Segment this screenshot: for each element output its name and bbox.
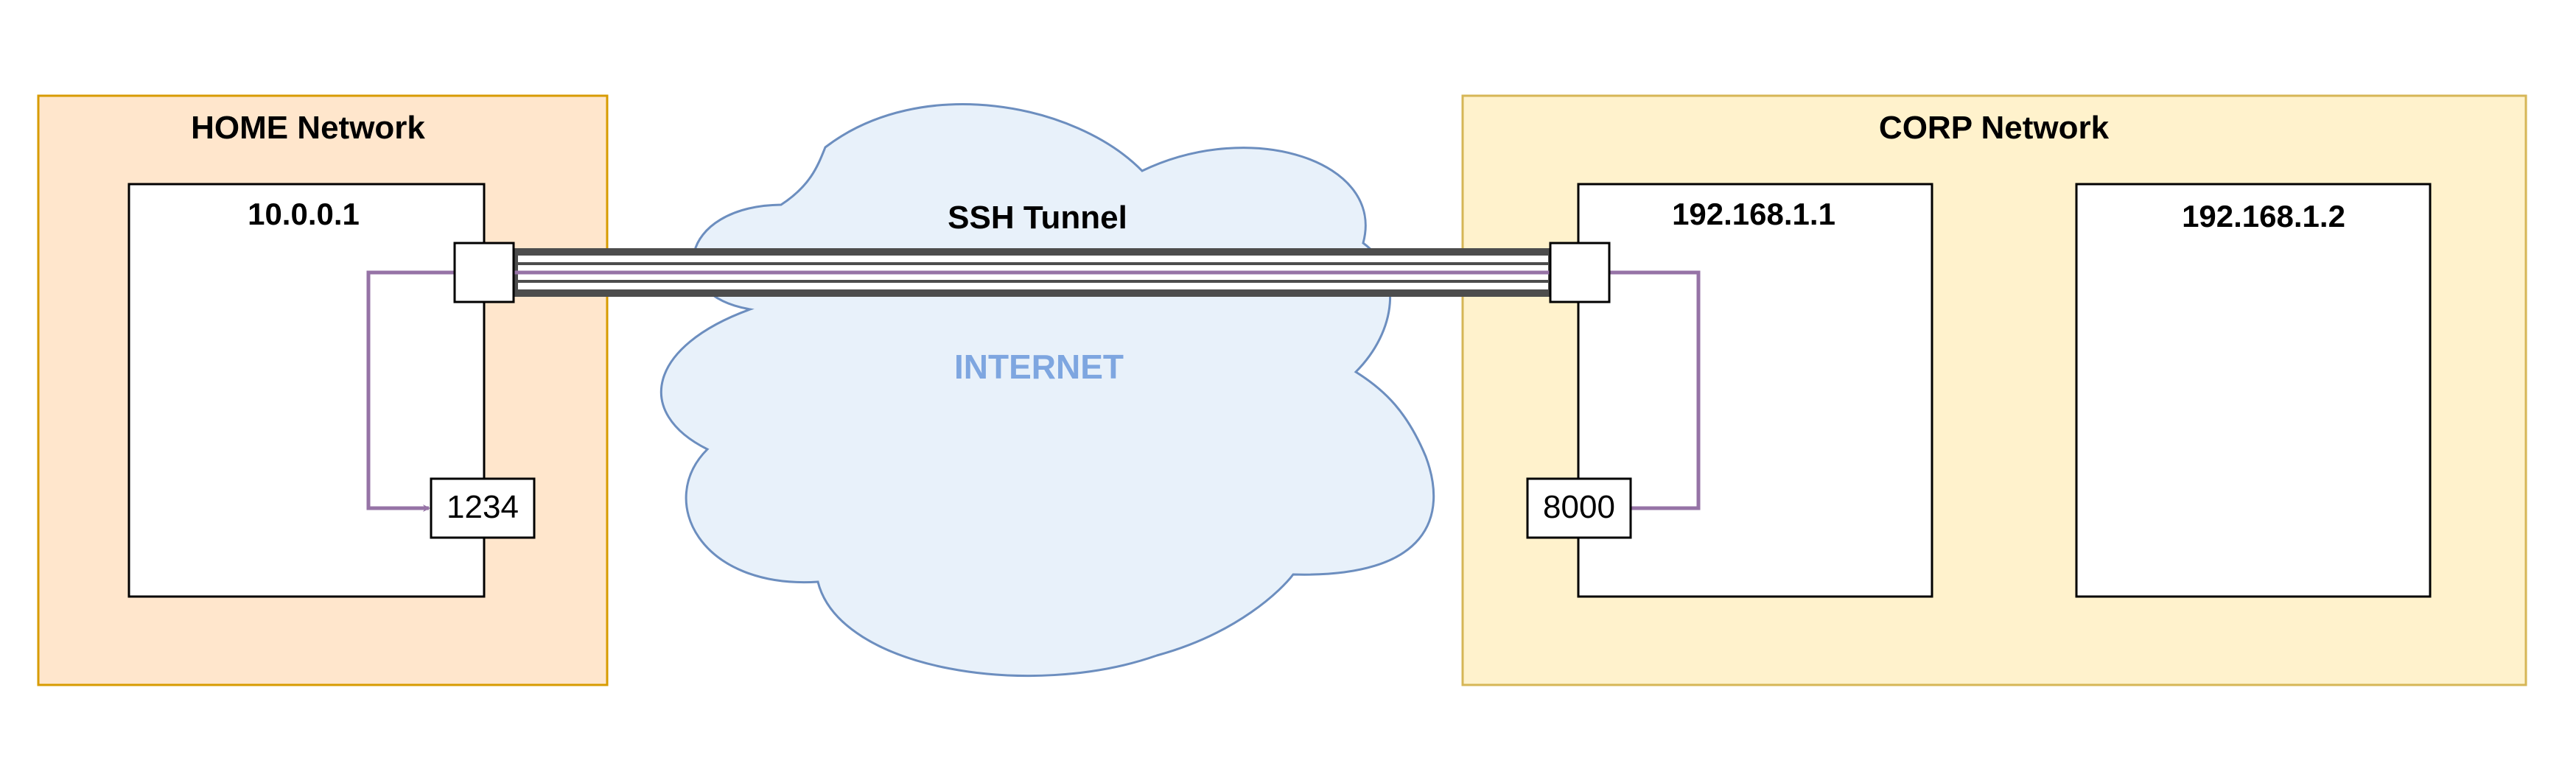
corp-host-b-box: [2075, 183, 2432, 598]
remote-port-label: 8000: [1543, 489, 1615, 525]
corp-network-title: CORP Network: [1879, 110, 2110, 146]
corp-host-a-box: [1577, 183, 1933, 598]
local-port-box: [430, 477, 536, 539]
internet-label: INTERNET: [954, 348, 1124, 386]
local-port-label: 1234: [447, 489, 519, 525]
home-host-box: [127, 183, 486, 598]
corp-host-a-ip: 192.168.1.1: [1672, 197, 1835, 231]
remote-port-box: [1526, 477, 1632, 539]
home-host-ip: 10.0.0.1: [248, 197, 360, 231]
local-port: 1234: [430, 477, 536, 539]
home-tunnel-endpoint: [453, 242, 515, 303]
remote-port: 8000: [1526, 477, 1632, 539]
home-network: HOME Network 10.0.0.1: [37, 94, 609, 686]
cloud-shape: [659, 103, 1435, 677]
forward-path: [366, 270, 1701, 512]
ssh-tunnel-label: SSH Tunnel: [948, 200, 1127, 236]
home-network-title: HOME Network: [191, 110, 425, 146]
internet-cloud: INTERNET: [659, 103, 1435, 677]
corp-host-b-ip: 192.168.1.2: [2182, 199, 2345, 233]
corp-network: CORP Network 192.168.1.1 192.168.1.2: [1461, 94, 2527, 686]
corp-tunnel-endpoint: [1549, 242, 1611, 303]
